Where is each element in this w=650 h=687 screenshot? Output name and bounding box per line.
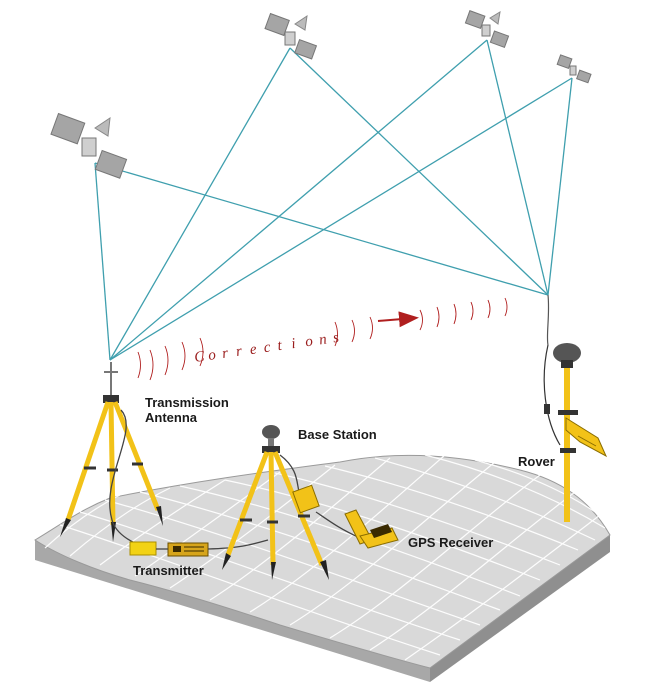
label-gps-receiver: GPS Receiver xyxy=(408,535,494,550)
gps-receiver-icon xyxy=(292,484,399,549)
satellite-icon xyxy=(50,112,128,179)
satellite-signal-lines xyxy=(94,39,573,361)
satellite-icon xyxy=(556,54,592,84)
label-rover: Rover xyxy=(518,454,555,469)
ground-terrain xyxy=(34,454,611,682)
label-base-station: Base Station xyxy=(298,427,377,442)
rover-pole-icon xyxy=(543,294,608,522)
satellite-icon xyxy=(264,12,318,60)
ground-grid xyxy=(44,454,608,661)
corrections-arrow xyxy=(377,311,419,328)
label-transmission-antenna-line1: Transmission xyxy=(145,395,229,410)
tripod-icon xyxy=(222,425,329,580)
transmitter-icon xyxy=(129,539,269,557)
satellite-icon xyxy=(464,10,510,49)
label-transmission-antenna-line2: Antenna xyxy=(145,410,197,425)
corrections-radio-waves xyxy=(137,297,508,381)
label-transmitter: Transmitter xyxy=(133,563,204,578)
ground-side-face xyxy=(430,535,610,682)
